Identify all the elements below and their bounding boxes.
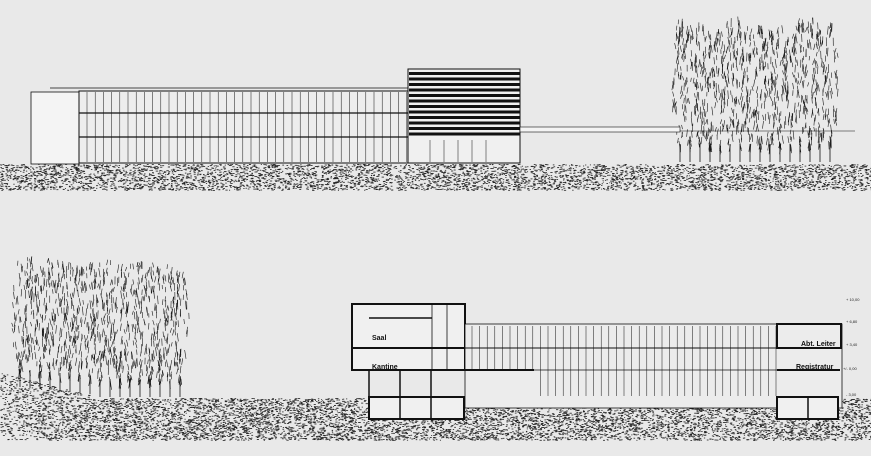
- room-label-registratur: Registratur: [796, 364, 834, 371]
- level-mark: + 10,00: [846, 297, 860, 302]
- room-label-abt-leiter: Abt. Leiter: [801, 341, 836, 348]
- level-mark: - 7,00: [846, 414, 857, 419]
- room-label-saal: Saal: [372, 335, 386, 342]
- level-mark: + 3,40: [846, 342, 858, 347]
- level-mark: - 3,00: [846, 392, 857, 397]
- level-mark: +/- 0,00: [843, 366, 857, 371]
- upper-elevation: [30, 68, 855, 165]
- room-label-kantine: Kantine: [372, 364, 398, 371]
- poplar-trees: [11, 16, 839, 397]
- lower-section: [351, 303, 843, 420]
- level-mark: + 6,80: [846, 319, 858, 324]
